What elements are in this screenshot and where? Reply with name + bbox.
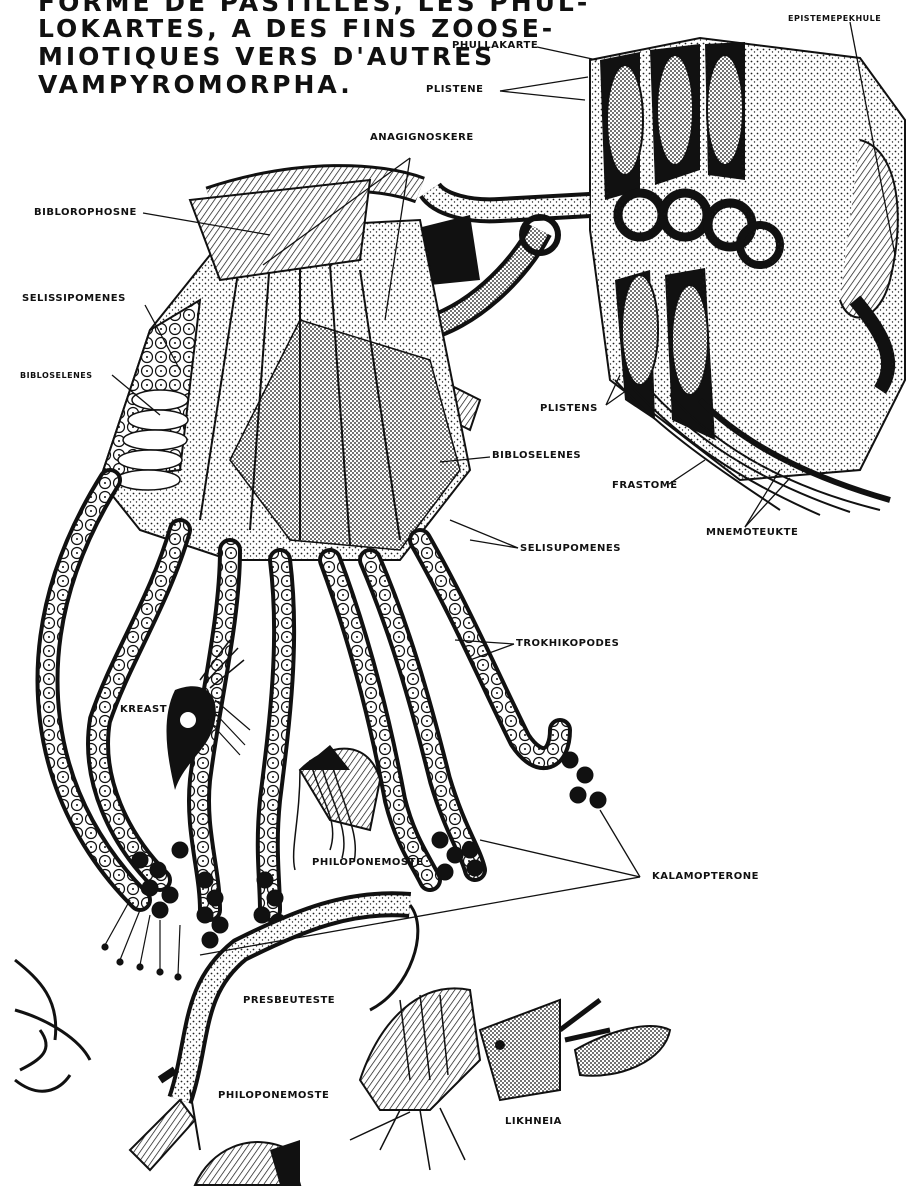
label-anagignoskere: ANAGIGNOSKERE <box>370 132 474 143</box>
label-kalamopterone: KALAMOPTERONE <box>652 871 759 882</box>
label-likhneia: LIKHNEIA <box>505 1116 562 1127</box>
presbeuteste-limb <box>130 904 418 1170</box>
label-mnemoteukte: MNEMOTEUKTE <box>706 527 798 538</box>
philoponemoste-bottom <box>190 1090 300 1185</box>
filaments <box>102 900 181 980</box>
left-strands <box>15 960 90 1091</box>
label-selissipomenes: SELISSIPOMENES <box>22 293 126 304</box>
philoponemoste-mid <box>294 745 380 870</box>
label-presbeuteste: PRESBEUTESTE <box>243 995 335 1006</box>
label-kreast: KREAST <box>120 704 167 715</box>
label-biblorophosne: BIBLOROPHOSNE <box>34 207 137 218</box>
label-philoponemoste-mid: PHILOPONEMOSTE <box>312 857 423 868</box>
cross-section-block <box>590 38 905 515</box>
label-selisupomenes: SELISUPOMENES <box>520 543 621 554</box>
label-plistene: PLISTENE <box>426 84 483 95</box>
likhneia-creature <box>350 988 670 1170</box>
label-phullakarte: PHULLAKARTE <box>452 40 538 51</box>
label-epistemepekhule: EPISTEMEPEKHULE <box>788 14 881 23</box>
label-plistens: PLISTENS <box>540 403 598 414</box>
label-bibloselenes-left: BIBLOSELENES <box>20 371 93 380</box>
label-frastome: FRASTOME <box>612 480 678 491</box>
label-philoponemoste-bottom: PHILOPONEMOSTE <box>218 1090 329 1101</box>
label-trokhikopodes: TROKHIKOPODES <box>516 638 619 649</box>
label-bibloselenes-center: BIBLOSELENES <box>492 450 581 461</box>
fan-body <box>100 180 470 560</box>
